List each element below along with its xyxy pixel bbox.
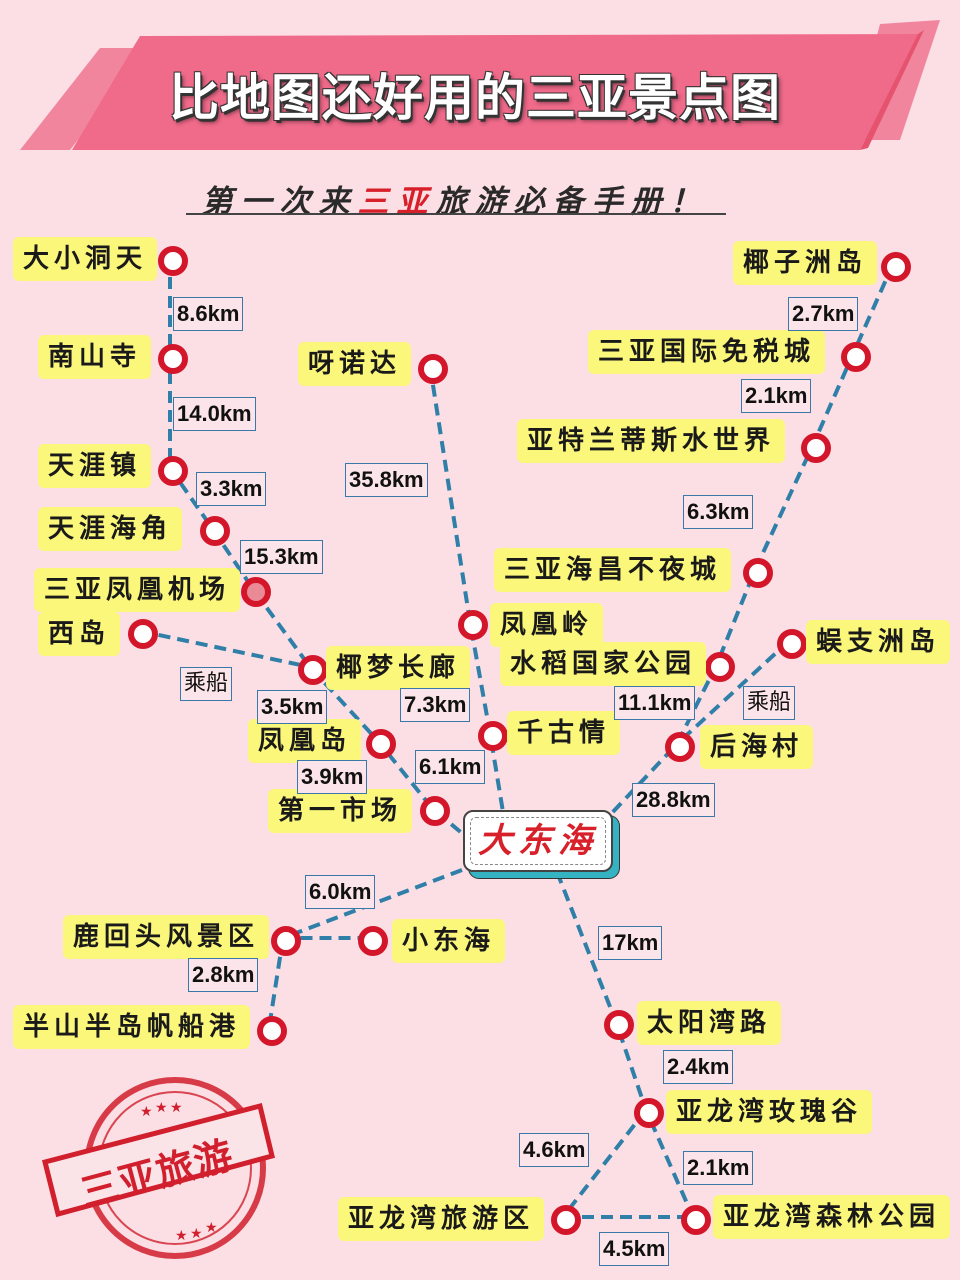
- station-marker-wuzhizhou[interactable]: [777, 629, 807, 659]
- station-marker-yalongwan[interactable]: [551, 1205, 581, 1235]
- station-marker-dutyfree[interactable]: [841, 342, 871, 372]
- station-marker-banshanbandao[interactable]: [257, 1016, 287, 1046]
- distance-label: 14.0km: [173, 397, 256, 431]
- station-label[interactable]: 后海村: [700, 725, 814, 769]
- distance-label: 2.1km: [741, 379, 812, 413]
- station-label[interactable]: 椰子洲岛: [733, 241, 878, 285]
- station-marker-nanshansi[interactable]: [158, 344, 188, 374]
- station-marker-yanuoda[interactable]: [418, 354, 448, 384]
- station-label[interactable]: 凤凰岛: [248, 719, 362, 763]
- station-marker-tianyahaijiao[interactable]: [200, 516, 230, 546]
- distance-label: 2.7km: [788, 297, 859, 331]
- station-label[interactable]: 鹿回头风景区: [63, 915, 270, 959]
- station-label[interactable]: 小东海: [392, 919, 506, 963]
- distance-label: 3.3km: [196, 472, 267, 506]
- station-label[interactable]: 三亚海昌不夜城: [494, 548, 732, 592]
- station-label[interactable]: 天涯海角: [38, 507, 183, 551]
- distance-label: 2.8km: [188, 958, 259, 992]
- station-marker-tianyazhen[interactable]: [158, 456, 188, 486]
- distance-label: 6.0km: [305, 875, 376, 909]
- distance-label: 2.1km: [683, 1151, 754, 1185]
- svg-text:★: ★: [140, 1104, 153, 1120]
- station-label[interactable]: 天涯镇: [38, 444, 152, 488]
- station-marker-atlantis[interactable]: [801, 433, 831, 463]
- page-title: 比地图还好用的三亚景点图: [169, 69, 781, 127]
- station-marker-meiguigu[interactable]: [634, 1098, 664, 1128]
- distance-label: 3.9km: [297, 760, 368, 794]
- distance-label: 11.1km: [614, 686, 696, 720]
- station-label[interactable]: 三亚凤凰机场: [34, 568, 241, 612]
- station-marker-yemengchanglang[interactable]: [298, 655, 328, 685]
- station-marker-fenghuangling[interactable]: [458, 610, 488, 640]
- distance-label: 35.8km: [345, 463, 428, 497]
- stamp-icon: ★★★ ★★★: [41, 1077, 275, 1259]
- distance-label: 7.3km: [400, 688, 471, 722]
- station-label[interactable]: 三亚国际免税城: [588, 330, 826, 374]
- station-label[interactable]: 半山半岛帆船港: [13, 1005, 251, 1049]
- station-label[interactable]: 亚龙湾玫瑰谷: [666, 1090, 873, 1134]
- station-label[interactable]: 西岛: [38, 612, 121, 656]
- station-marker-daxiaodongtian[interactable]: [158, 246, 188, 276]
- svg-text:★: ★: [155, 1100, 168, 1116]
- svg-text:★: ★: [175, 1228, 188, 1244]
- svg-text:★: ★: [190, 1226, 203, 1242]
- station-marker-yezizhoudao[interactable]: [881, 252, 911, 282]
- distance-label: 乘船: [743, 686, 796, 720]
- station-marker-shuidao[interactable]: [705, 652, 735, 682]
- station-label[interactable]: 呀诺达: [298, 342, 412, 386]
- distance-label: 3.5km: [257, 690, 328, 724]
- station-label[interactable]: 大小洞天: [13, 237, 158, 281]
- distance-label: 15.3km: [240, 540, 323, 574]
- station-marker-fenghuangdao[interactable]: [366, 729, 396, 759]
- station-label[interactable]: 凤凰岭: [490, 603, 604, 647]
- station-label[interactable]: 太阳湾路: [637, 1001, 782, 1045]
- station-marker-qianguqing[interactable]: [478, 721, 508, 751]
- station-marker-senlin[interactable]: [681, 1205, 711, 1235]
- distance-label: 2.4km: [663, 1050, 734, 1084]
- distance-label: 8.6km: [173, 297, 244, 331]
- distance-label: 6.3km: [683, 495, 754, 529]
- station-label[interactable]: 南山寺: [38, 335, 152, 379]
- station-label[interactable]: 蜈支洲岛: [806, 620, 951, 664]
- station-marker-diyishichang[interactable]: [420, 796, 450, 826]
- station-marker-airport[interactable]: [241, 577, 271, 607]
- distance-label: 4.6km: [519, 1133, 590, 1167]
- hub-inner-border: [470, 817, 606, 865]
- title-banner: [20, 20, 940, 150]
- distance-label: 4.5km: [599, 1232, 670, 1266]
- distance-label: 17km: [598, 926, 663, 960]
- station-marker-luhuitou[interactable]: [271, 926, 301, 956]
- station-label[interactable]: 千古情: [507, 711, 621, 755]
- svg-text:★: ★: [205, 1220, 218, 1236]
- station-marker-xidao[interactable]: [128, 619, 158, 649]
- distance-label: 28.8km: [632, 783, 715, 817]
- station-marker-houhaicun[interactable]: [665, 732, 695, 762]
- distance-label: 6.1km: [415, 750, 486, 784]
- station-marker-haichang[interactable]: [743, 558, 773, 588]
- station-label[interactable]: 亚龙湾旅游区: [338, 1197, 545, 1241]
- distance-label: 乘船: [180, 667, 233, 701]
- hub-station-dadonghai[interactable]: 大东海: [463, 810, 613, 872]
- station-marker-xiaodonghai[interactable]: [358, 926, 388, 956]
- station-label[interactable]: 亚龙湾森林公园: [713, 1195, 951, 1239]
- station-marker-taiyangwan[interactable]: [604, 1010, 634, 1040]
- subtitle-underline: [186, 213, 726, 215]
- station-label[interactable]: 亚特兰蒂斯水世界: [517, 419, 786, 463]
- station-label[interactable]: 水稻国家公园: [500, 642, 707, 686]
- station-label[interactable]: 椰梦长廊: [326, 646, 471, 690]
- svg-text:★: ★: [170, 1100, 183, 1116]
- hub-label: 大东海: [478, 821, 598, 861]
- station-label[interactable]: 第一市场: [268, 789, 413, 833]
